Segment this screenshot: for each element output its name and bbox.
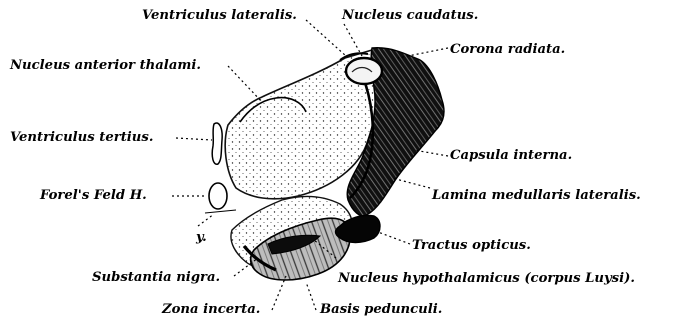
nucleus-caudatus-shape xyxy=(346,58,382,84)
label-y: y. xyxy=(196,230,207,246)
label-ventriculus-lateralis: Ventriculus lateralis. xyxy=(142,8,297,24)
label-capsula-interna: Capsula interna. xyxy=(450,148,572,164)
label-nucleus-anterior-thalami: Nucleus anterior thalami. xyxy=(10,58,201,74)
label-ventriculus-tertius: Ventriculus tertius. xyxy=(10,130,153,146)
ventriculus-tertius-shape xyxy=(212,123,222,164)
label-nucleus-hypothalamicus: Nucleus hypothalamicus (corpus Luysi). xyxy=(338,271,635,287)
forels-feld-shape xyxy=(209,183,227,209)
label-substantia-nigra: Substantia nigra. xyxy=(92,270,220,286)
label-zona-incerta: Zona incerta. xyxy=(162,302,260,318)
label-tractus-opticus: Tractus opticus. xyxy=(412,238,531,254)
y-marker-line xyxy=(205,210,236,213)
label-forels-feld: Forel's Feld H. xyxy=(40,188,147,204)
label-corona-radiata: Corona radiata. xyxy=(450,42,565,58)
label-lamina-medullaris-lateralis: Lamina medullaris lateralis. xyxy=(432,188,641,204)
label-nucleus-caudatus: Nucleus caudatus. xyxy=(342,8,478,24)
label-basis-pedunculi: Basis pedunculi. xyxy=(320,302,442,318)
